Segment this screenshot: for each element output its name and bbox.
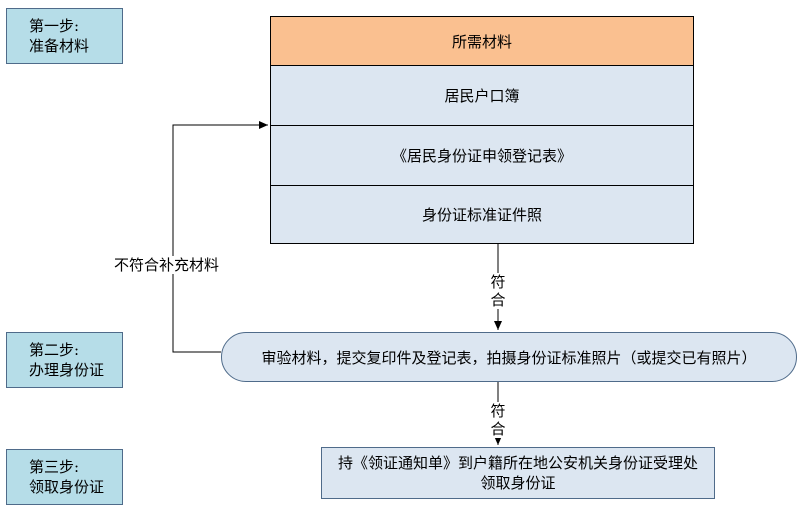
step-1-box: 第一步: 准备材料 [6,8,123,64]
step-2-box: 第二步: 办理身份证 [6,332,123,388]
process-box: 审验材料，提交复印件及登记表，拍摄身份证标准照片（或提交已有照片） [221,332,797,382]
reject-label: 不符合补充材料 [112,256,222,274]
final-box: 持《领证通知单》到户籍所在地公安机关身份证受理处领取身份证 [321,447,715,499]
material-item: 居民户口簿 [271,65,693,125]
step-3-box: 第三步: 领取身份证 [6,449,123,505]
pass-label-1: 符合 [489,273,507,309]
material-item: 《居民身份证申领登记表》 [271,125,693,185]
materials-table: 所需材料 居民户口簿 《居民身份证申领登记表》 身份证标准证件照 [270,16,694,244]
materials-header: 所需材料 [271,17,693,65]
reject-loop-arrow [172,121,268,353]
pass-label-2: 符合 [489,402,507,438]
material-item: 身份证标准证件照 [271,185,693,243]
